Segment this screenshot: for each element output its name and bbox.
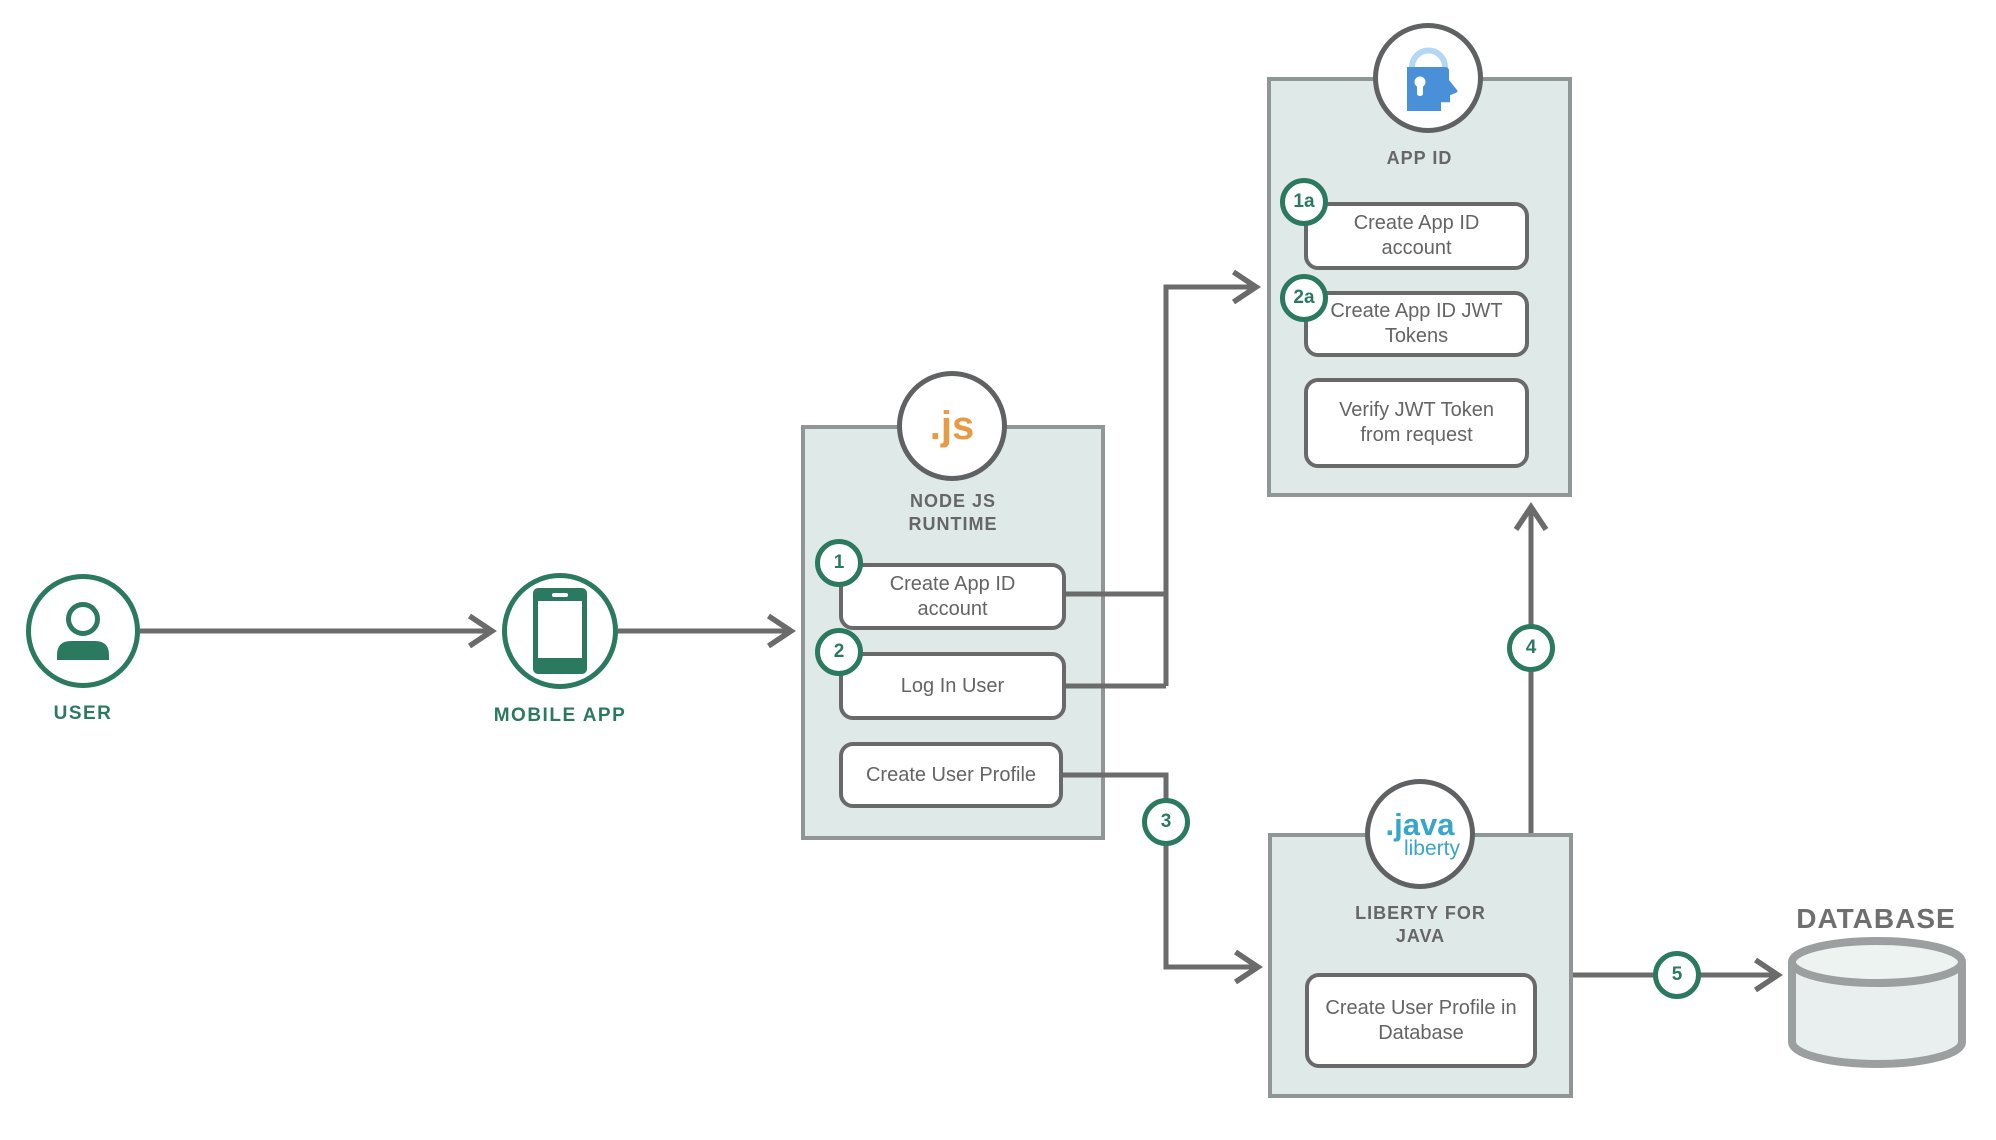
step-badge-2a: 2a	[1280, 274, 1328, 322]
database-node	[1786, 936, 1968, 1077]
step-badge-1a: 1a	[1280, 178, 1328, 226]
arrow-node-to-appid	[1163, 269, 1261, 686]
step-verify-jwt-token: Verify JWT Token from request	[1304, 378, 1529, 468]
flow-badge-4: 4	[1507, 624, 1555, 672]
liberty-logo-circle: .java liberty	[1365, 779, 1475, 889]
mobile-app-node	[502, 573, 618, 689]
step-create-jwt-tokens: Create App ID JWT Tokens	[1304, 291, 1529, 357]
flow-badge-5: 5	[1653, 951, 1701, 999]
step-create-appid-account-service: Create App ID account	[1304, 202, 1529, 270]
user-node	[26, 574, 140, 688]
app-id-logo-circle	[1373, 23, 1483, 133]
node-runtime-logo-circle: .js	[897, 371, 1007, 481]
smartphone-icon	[533, 588, 587, 674]
node-runtime-title: NODE JS RUNTIME	[908, 491, 998, 534]
step-create-user-profile: Create User Profile	[839, 742, 1063, 808]
step-log-in-user: Log In User	[839, 652, 1066, 720]
database-cylinder-icon	[1788, 937, 1966, 1068]
step-badge-1: 1	[815, 539, 863, 587]
liberty-title: LIBERTY FOR JAVA	[1355, 903, 1486, 946]
step-badge-2: 2	[815, 628, 863, 676]
java-liberty-logo: .java liberty	[1385, 807, 1460, 860]
database-label: DATABASE	[1796, 903, 1956, 934]
arrow-node-to-liberty	[1063, 772, 1263, 985]
user-label: USER	[53, 703, 113, 724]
nodejs-logo: .js	[929, 403, 975, 448]
person-icon	[57, 602, 109, 660]
app-id-title: APP ID	[1386, 148, 1453, 168]
step-create-user-profile-db: Create User Profile in Database	[1305, 973, 1537, 1068]
mobile-app-label: MOBILE APP	[493, 705, 627, 726]
step-create-appid-account: Create App ID account	[839, 563, 1066, 630]
flow-badge-3: 3	[1142, 798, 1190, 846]
appid-lock-icon	[1407, 47, 1458, 111]
